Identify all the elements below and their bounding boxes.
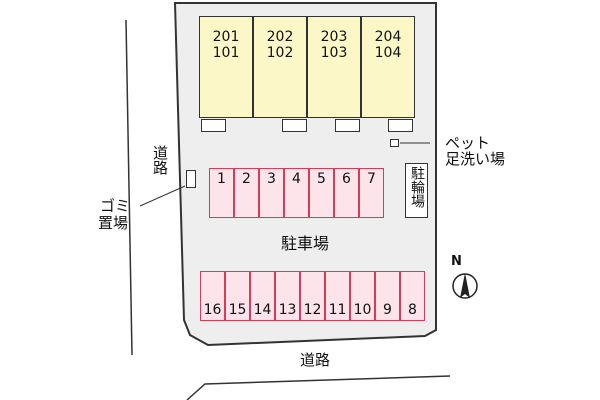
unit-lower-number: 104 <box>374 45 402 61</box>
parking-space-number: 3 <box>267 171 276 187</box>
entrance-step-3 <box>335 119 360 132</box>
pet-wash-label-line2: 足洗い場 <box>445 150 506 168</box>
unit-lower-number: 102 <box>266 45 294 61</box>
parking-space: 11 <box>325 271 350 321</box>
parking-space: 10 <box>350 271 375 321</box>
parking-space: 2 <box>234 168 259 218</box>
parking-space: 16 <box>200 271 225 321</box>
garbage-label-line1: ゴミ <box>100 197 131 215</box>
unit-block-2: 202 102 <box>253 16 307 118</box>
garbage-label-line2: 置場 <box>98 214 129 232</box>
parking-space-number: 14 <box>253 302 272 318</box>
unit-block-3: 203 103 <box>307 16 361 118</box>
parking-space: 12 <box>300 271 325 321</box>
garbage-leader-line <box>139 185 186 207</box>
unit-upper-number: 204 <box>374 29 402 45</box>
left-road-edge <box>125 19 133 356</box>
parking-space: 13 <box>275 271 300 321</box>
unit-lower-number: 103 <box>320 45 348 61</box>
parking-space-number: 16 <box>203 302 222 318</box>
parking-space: 6 <box>334 168 359 218</box>
parking-space-number: 4 <box>292 171 301 187</box>
parking-space-number: 7 <box>367 171 376 187</box>
parking-space: 9 <box>375 271 400 321</box>
parking-space: 7 <box>359 168 384 218</box>
entrance-step-4 <box>388 119 413 132</box>
bottom-road-edge <box>186 375 451 400</box>
parking-space: 4 <box>284 168 309 218</box>
garbage-marker <box>186 170 196 188</box>
parking-space-number: 12 <box>303 302 322 318</box>
parking-space: 3 <box>259 168 284 218</box>
parking-space-number: 15 <box>228 302 247 318</box>
entrance-step-1 <box>201 119 226 132</box>
unit-upper-number: 203 <box>320 29 348 45</box>
entrance-step-2 <box>282 119 307 132</box>
parking-space: 5 <box>309 168 334 218</box>
parking-space-number: 8 <box>408 302 417 318</box>
parking-space-number: 11 <box>328 302 347 318</box>
unit-block-4: 204 104 <box>361 16 415 118</box>
parking-space-number: 10 <box>353 302 372 318</box>
north-compass <box>452 273 478 299</box>
parking-space-number: 6 <box>342 171 351 187</box>
unit-lower-number: 101 <box>212 45 240 61</box>
parking-space-number: 2 <box>242 171 251 187</box>
parking-space: 8 <box>400 271 425 321</box>
pet-wash-label-line1: ペット <box>445 134 491 152</box>
parking-space: 15 <box>225 271 250 321</box>
road-left-label: 道路 <box>151 145 169 175</box>
parking-lot-label: 駐車場 <box>281 234 330 253</box>
north-label: N <box>451 254 462 269</box>
unit-upper-number: 202 <box>266 29 294 45</box>
pet-wash-marker <box>390 139 399 147</box>
parking-space-number: 9 <box>383 302 392 318</box>
parking-space: 14 <box>250 271 275 321</box>
parking-space-number: 13 <box>278 302 297 318</box>
bike-parking-box: 駐輪場 <box>405 163 428 218</box>
parking-space: 1 <box>209 168 234 218</box>
parking-space-number: 1 <box>217 171 226 187</box>
unit-block-1: 201 101 <box>199 16 253 118</box>
unit-upper-number: 201 <box>212 29 240 45</box>
parking-space-number: 5 <box>317 171 326 187</box>
bike-parking-label: 駐輪場 <box>409 166 425 208</box>
road-bottom-label: 道路 <box>300 351 331 369</box>
